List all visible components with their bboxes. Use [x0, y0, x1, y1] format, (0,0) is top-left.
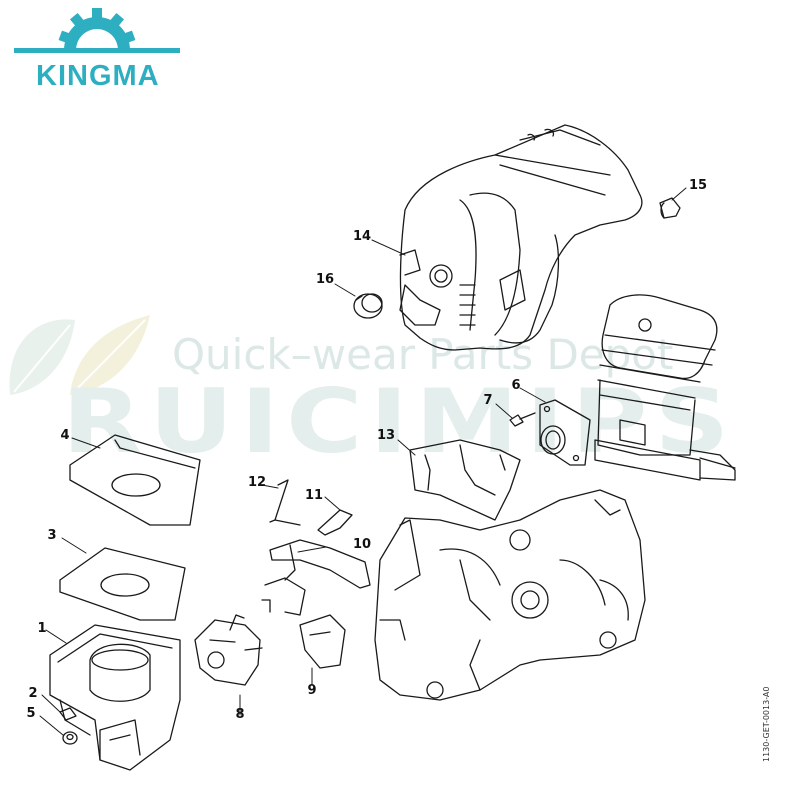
callout-7: 7 [483, 393, 493, 408]
gasket-3-part [59, 547, 186, 621]
diagram-code: 1130-GET-0013-A0 [762, 686, 771, 762]
gear-logo-icon [14, 8, 180, 53]
cylinder-part [594, 294, 736, 481]
callout-8: 8 [235, 707, 245, 722]
crankcase-part [374, 489, 646, 701]
throttle-linkage-part [269, 539, 371, 589]
callout-1: 1 [37, 621, 47, 636]
carburettor-part [194, 614, 263, 686]
brand-name: KINGMA [36, 60, 160, 92]
shroud-part [399, 124, 643, 351]
watermark-slogan: Quick–wear Parts Depot [172, 330, 674, 379]
watermark-leaf-icon [9, 315, 150, 395]
baffle-plate-part [409, 439, 521, 521]
callout-10: 10 [352, 537, 372, 552]
callout-15: 15 [688, 178, 708, 193]
air-box-part [49, 624, 181, 771]
callout-11: 11 [304, 488, 324, 503]
lever-part [317, 509, 353, 536]
nut-5-part [62, 731, 78, 745]
watermark-brand: RUICIMIPS [62, 370, 737, 473]
callout-9: 9 [307, 683, 317, 698]
bracket-part [261, 577, 346, 669]
callout-12: 12 [247, 475, 267, 490]
plug-part [659, 197, 681, 219]
callout-2: 2 [28, 686, 38, 701]
gasket-4-part [69, 434, 201, 526]
callout-leaders [39, 187, 687, 736]
intake-flange-part [539, 399, 591, 466]
grommet-part [353, 293, 383, 319]
screw-part [509, 412, 536, 427]
callout-3: 3 [47, 528, 57, 543]
callout-6: 6 [511, 378, 521, 393]
callout-13: 13 [376, 428, 396, 443]
callout-5: 5 [26, 706, 36, 721]
callout-4: 4 [60, 428, 70, 443]
rod-part [269, 479, 301, 526]
callout-14: 14 [352, 229, 372, 244]
nut-2-part [59, 707, 77, 721]
callout-16: 16 [315, 272, 335, 287]
